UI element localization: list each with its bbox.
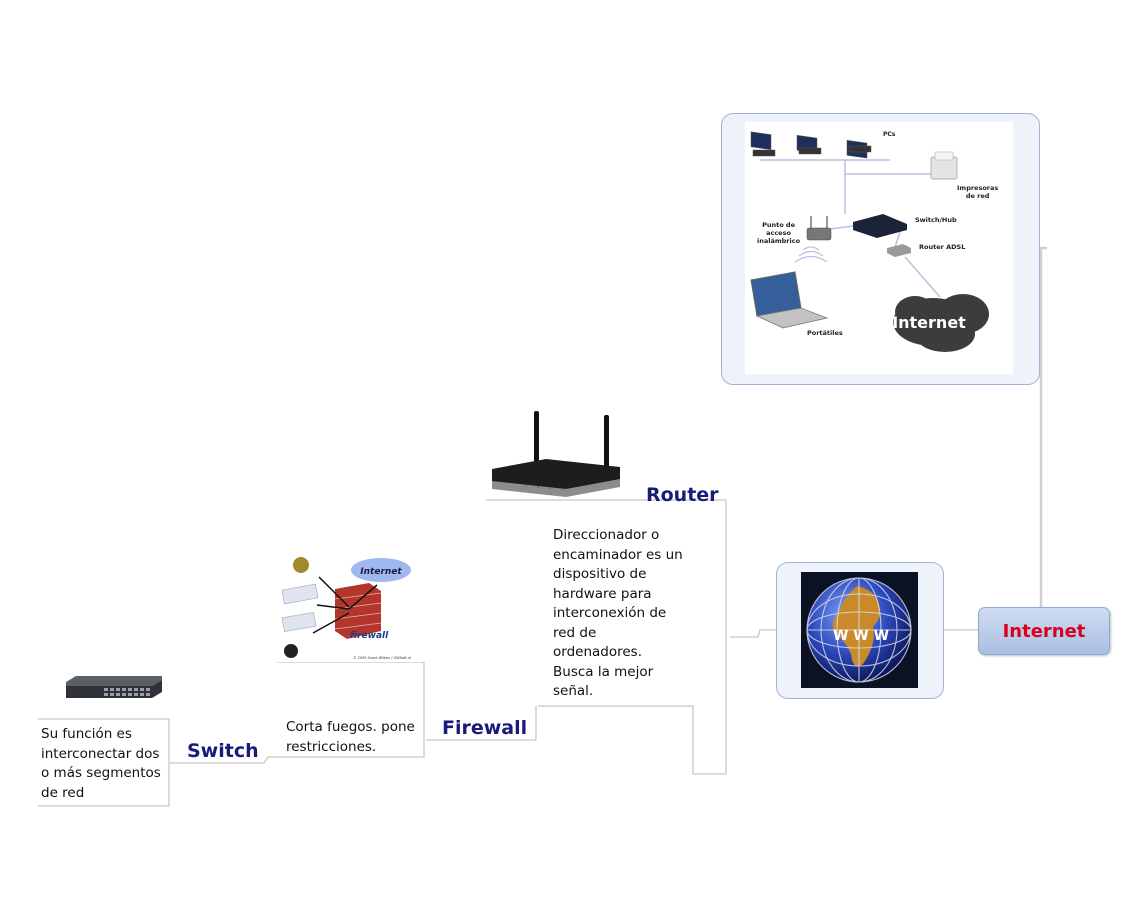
switch-image	[64, 672, 164, 704]
firewall-image-credit: © 2005 Geert Wilken / GWSoft.nl	[353, 656, 411, 660]
firewall-cloud-label: Internet	[360, 567, 402, 577]
router-image	[486, 407, 626, 499]
central-topic-internet[interactable]: Internet	[978, 607, 1110, 655]
switch-description: Su función es interconectar dos o más se…	[41, 726, 161, 801]
globe-image: W W W	[801, 572, 918, 688]
firewall-wall-label: firewall	[350, 631, 389, 641]
central-topic-label: Internet	[1002, 620, 1086, 642]
switch-hub-label: Switch/Hub	[915, 216, 957, 224]
topic-switch[interactable]: Switch	[187, 740, 259, 762]
laptops-label: Portátiles	[807, 329, 843, 337]
firewall-image: Internet firewall © 2005 Geert Wilken / …	[277, 547, 424, 662]
firewall-description: Corta fuegos. pone restricciones.	[286, 719, 415, 755]
router-adsl-label: Router ADSL	[919, 243, 966, 251]
pcs-label: PCs	[883, 131, 896, 138]
www-text: W W W	[833, 628, 889, 644]
router-description: Direccionador o encaminador es un dispos…	[553, 527, 683, 699]
topic-firewall[interactable]: Firewall	[442, 717, 528, 739]
internet-cloud-label: Internet	[892, 313, 966, 332]
topic-router[interactable]: Router	[646, 484, 719, 506]
